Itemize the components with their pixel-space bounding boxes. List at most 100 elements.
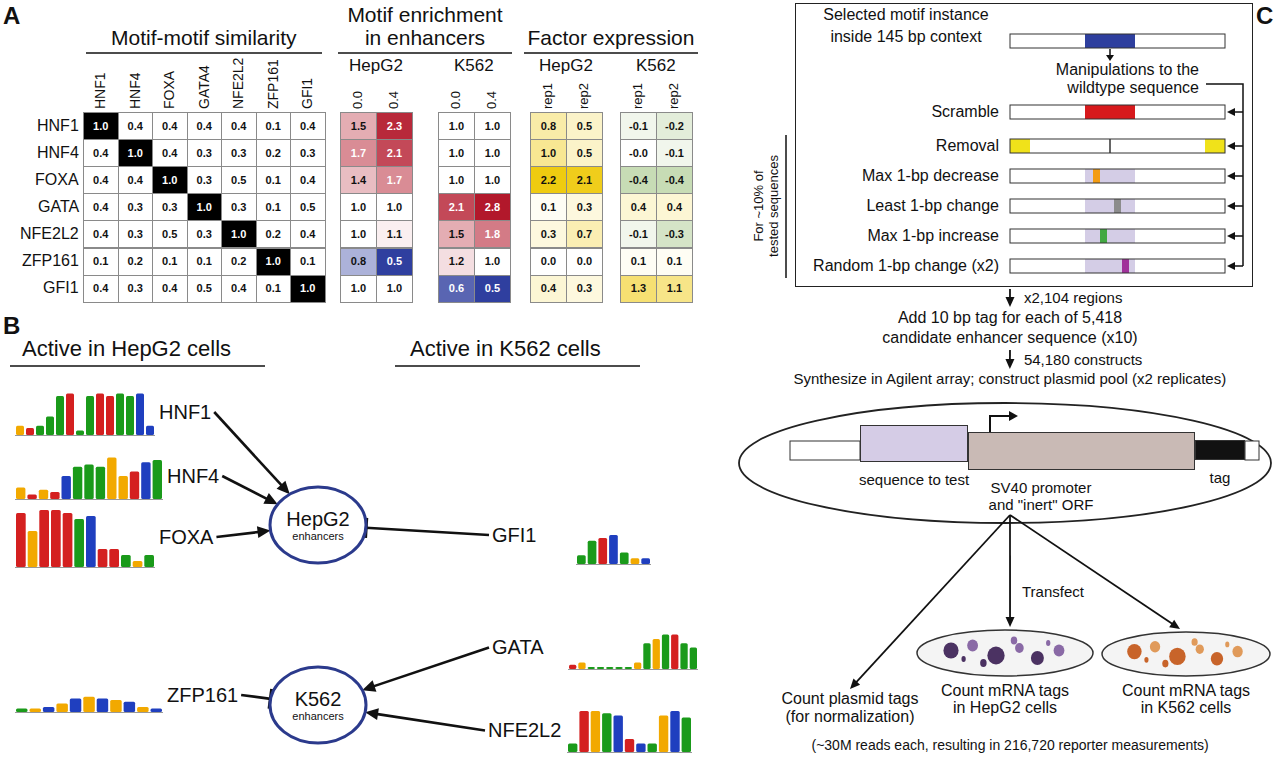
matrix-cell: 0.3 [221,139,257,167]
matrix-cell: 0.1 [620,248,657,276]
logo-base [16,488,25,500]
column-header: rep1 [631,83,646,109]
column-header: HNF4 [127,72,143,109]
cell-blob [987,647,1004,665]
logo-base [625,667,632,669]
oval-shape [270,667,366,743]
matrix-cell: 1.0 [530,139,567,167]
manipulation-arrows [786,49,1243,278]
connector-line [1009,515,1011,619]
logo-base [137,707,149,712]
backbone-segment [790,441,860,460]
matrix-cell: 0.0 [566,248,603,276]
matrix-cell: 0.1 [256,112,292,140]
matrix-cell: 0.5 [566,112,603,140]
flank-segment [1205,139,1225,153]
matrix-cell: 1.0 [221,220,257,248]
matrix-cell: 0.2 [256,220,292,248]
row-header: NFE2L2 [20,225,79,243]
matrix-cell: 1.0 [256,248,292,276]
logo-base [50,492,59,499]
connector [362,648,489,692]
cell-blob [1232,646,1242,658]
factor-name: GATA [492,636,543,659]
flank-segment [1010,139,1030,153]
footnote: (~30M reads each, resulting in 216,720 r… [812,737,1209,753]
factor-name: NFE2L2 [488,719,561,742]
group-header: K562 [454,56,494,76]
matrix-cell: 0.3 [118,193,154,221]
column-header: 0.4 [485,91,500,109]
row-header: HNF4 [37,144,79,162]
matrix-cell: 1.0 [474,166,511,194]
logo-base [682,718,691,752]
oval-text-stack: HepG2enhancers [268,485,368,565]
matrix-cell: 1.0 [474,248,511,276]
table-title: Motif enrichment in enhancers [343,3,508,49]
matrix-cell: 0.4 [83,139,119,167]
connector-line [376,714,485,731]
connector [1006,515,1015,627]
logo-base [126,396,134,435]
logo-base [43,707,55,712]
logo-baseline [15,499,163,500]
logo-baseline [15,435,155,436]
matrix-cell: 0.1 [290,248,326,276]
cell-blob [1150,641,1160,653]
matrix-cell: 1.0 [83,112,119,140]
arrow-shaft [1234,175,1243,177]
logo-base [671,711,680,752]
connector [216,526,270,538]
matrix-cell: -0.1 [620,112,657,140]
sequence-bar [1010,139,1225,153]
oval-title: HepG2 [286,508,349,530]
row-header: HNF1 [37,117,79,135]
cell-blob [1127,644,1141,659]
dish-outline [1102,632,1270,676]
panel-text: Selected motif instance inside 145 bp co… [811,4,1001,48]
matrix-cell: -0.4 [656,166,693,194]
connector-line [241,695,270,699]
matrix-cell: 0.5 [290,193,326,221]
factor-motif: ZFP161 [15,677,238,713]
matrix-cell: 0.3 [290,139,326,167]
matrix-cell: 0.5 [474,275,511,303]
matrix-cell: 0.3 [118,275,154,303]
column-header: rep1 [541,83,556,109]
logo-base [84,465,93,500]
changed-base [1100,229,1107,243]
logo-base [28,531,38,567]
oval-subtitle: enhancers [292,530,343,543]
enhancer-oval: HepG2enhancers [268,485,368,565]
logo-base [98,549,108,567]
panel-text: Manipulations to the wildtype sequence [1024,61,1199,97]
row-header: ZFP161 [22,252,79,270]
logo-base [637,743,646,752]
motif-segment [1085,229,1135,243]
step-text: Synthesize in Agilent array; construct p… [794,370,1227,387]
logo-base [109,549,119,567]
logo-base [39,510,49,567]
step-text: Add 10 bp tag for each of 5,418 candidat… [870,308,1150,348]
logo-base [121,555,131,567]
promoter-arrow [990,416,1010,432]
logo-baseline [567,752,692,753]
matrix-cell: 1.0 [438,112,475,140]
matrix-cell: 2.1 [376,139,413,167]
manipulation-panel: Selected motif instance inside 145 bp co… [795,3,1253,287]
arrowhead [1227,202,1235,210]
arrowhead [257,526,271,538]
matrix-cell: 1.7 [340,139,377,167]
factor-motif: HNF4 [15,452,219,500]
matrix-cell: 2.8 [474,193,511,221]
matrix-cell: 0.3 [187,166,223,194]
logo-base [625,739,634,752]
cell-blob [1015,643,1024,653]
sequence-bar [1010,34,1225,48]
matrix-cell: 1.5 [438,220,475,248]
logo-base [70,698,82,712]
logo-base [568,743,577,752]
cell-blob [1192,638,1198,646]
column-header: NFE2L2 [230,58,246,109]
logo-base [119,476,128,499]
